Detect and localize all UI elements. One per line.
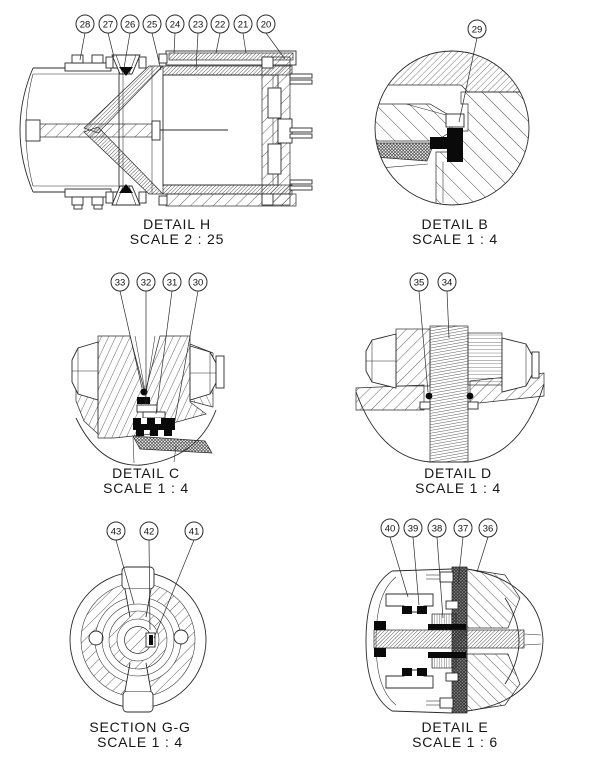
balloon-42: 42 xyxy=(139,521,159,631)
balloon-40: 40 xyxy=(380,518,409,598)
cone-liner-upper xyxy=(83,65,164,134)
detail-boundary-circle xyxy=(374,50,530,206)
balloon-27: 27 xyxy=(98,14,118,58)
svg-text:22: 22 xyxy=(215,20,226,31)
balloon-33: 33 xyxy=(110,272,143,389)
bolt-hole-right xyxy=(173,629,189,645)
balloon-26: 26 xyxy=(120,14,140,69)
svg-text:37: 37 xyxy=(458,524,469,535)
balloon-38: 38 xyxy=(427,518,447,619)
seal-dot-right xyxy=(466,392,474,400)
svg-text:26: 26 xyxy=(125,20,136,31)
detail-c-drawing xyxy=(71,335,225,466)
svg-text:33: 33 xyxy=(115,278,126,289)
balloon-34: 34 xyxy=(437,272,457,339)
view-detail-d: 35 34 DETAIL D SCALE 1 : 4 xyxy=(355,272,545,496)
balloon-23: 23 xyxy=(188,14,208,71)
detail-d-scale: SCALE 1 : 4 xyxy=(415,480,501,496)
balloon-31: 31 xyxy=(155,272,182,415)
section-gg-title: SECTION G-G xyxy=(89,719,190,735)
balloon-21: 21 xyxy=(233,14,253,54)
view-section-gg: 43 42 41 SECTION G-G SCALE 1 : 4 xyxy=(69,521,207,750)
svg-text:30: 30 xyxy=(193,278,204,289)
balloon-24: 24 xyxy=(165,14,185,54)
svg-text:28: 28 xyxy=(80,20,91,31)
svg-text:21: 21 xyxy=(238,20,249,31)
section-gg-drawing xyxy=(69,566,207,713)
ball-check xyxy=(140,388,148,396)
detail-d-drawing xyxy=(355,325,545,463)
svg-text:42: 42 xyxy=(144,527,155,538)
balloon-39: 39 xyxy=(403,518,423,606)
detail-e-scale: SCALE 1 : 6 xyxy=(412,734,498,750)
stud-section xyxy=(429,325,469,463)
detail-c-scale: SCALE 1 : 4 xyxy=(103,480,189,496)
svg-text:34: 34 xyxy=(442,278,453,289)
svg-text:41: 41 xyxy=(189,527,200,538)
svg-text:23: 23 xyxy=(193,20,204,31)
detail-e-title: DETAIL E xyxy=(421,719,488,735)
svg-text:32: 32 xyxy=(141,278,152,289)
bolt-hole-left xyxy=(88,630,104,646)
balloon-37: 37 xyxy=(453,518,473,585)
svg-text:31: 31 xyxy=(167,278,178,289)
svg-text:24: 24 xyxy=(170,20,181,31)
detail-h-scale: SCALE 2 : 25 xyxy=(130,231,224,247)
balloon-35: 35 xyxy=(409,272,429,393)
balloon-43: 43 xyxy=(106,521,135,605)
packing-gland-section xyxy=(133,418,175,430)
view-detail-e: 40 39 38 37 36 DETAIL E SCALE 1 : 6 xyxy=(365,518,544,750)
detail-b-scale: SCALE 1 : 4 xyxy=(412,231,498,247)
view-detail-b: 29 DETAIL B SCALE 1 : 4 xyxy=(374,19,530,247)
seat-seal-section xyxy=(430,128,463,162)
svg-text:29: 29 xyxy=(472,25,483,36)
svg-text:36: 36 xyxy=(483,524,494,535)
balloon-30: 30 xyxy=(173,272,208,427)
stem-shaft-section xyxy=(373,629,525,649)
balloon-41: 41 xyxy=(153,521,204,639)
balloon-32: 32 xyxy=(136,272,156,404)
svg-text:20: 20 xyxy=(261,20,272,31)
shaft-section xyxy=(25,123,153,138)
svg-text:38: 38 xyxy=(432,524,443,535)
detail-h-title: DETAIL H xyxy=(143,216,211,232)
balloon-36: 36 xyxy=(476,518,498,573)
balloon-25: 25 xyxy=(142,14,162,71)
balloon-28: 28 xyxy=(75,14,95,61)
detail-c-title: DETAIL C xyxy=(112,465,180,481)
detail-b-title: DETAIL B xyxy=(421,216,488,232)
svg-text:39: 39 xyxy=(408,524,419,535)
seal-dot-left xyxy=(425,392,433,400)
svg-text:35: 35 xyxy=(414,278,425,289)
detail-e-drawing xyxy=(365,566,544,714)
balloon-20: 20 xyxy=(256,14,286,60)
section-gg-scale: SCALE 1 : 4 xyxy=(97,734,183,750)
svg-text:27: 27 xyxy=(103,20,114,31)
svg-text:25: 25 xyxy=(147,20,158,31)
detail-d-title: DETAIL D xyxy=(424,465,492,481)
balloon-22: 22 xyxy=(210,14,230,54)
svg-text:43: 43 xyxy=(111,527,122,538)
detail-b-drawing xyxy=(375,51,529,205)
keyway xyxy=(149,635,153,645)
view-detail-h: 28 27 26 25 24 23 22 21 20 DETAIL H SCAL… xyxy=(19,14,313,247)
svg-text:40: 40 xyxy=(385,524,396,535)
balloon-29: 29 xyxy=(458,19,487,123)
view-detail-c: 33 32 31 30 DETAIL C SCALE 1 : 4 xyxy=(71,272,225,496)
detail-h-drawing xyxy=(19,50,313,210)
